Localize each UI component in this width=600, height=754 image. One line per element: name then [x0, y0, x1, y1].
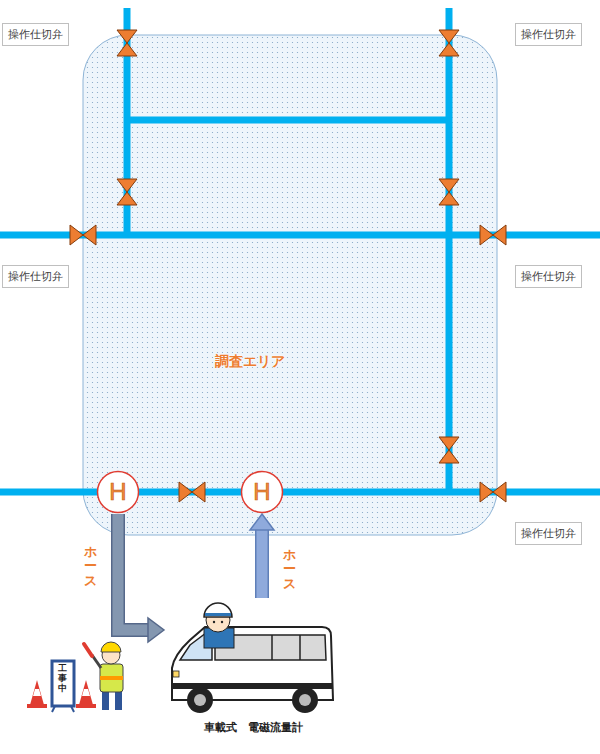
valve-label: 操作仕切弁	[521, 27, 576, 42]
hose-body	[118, 514, 150, 630]
survey-area: 調査エリア H H	[83, 35, 497, 535]
hose-arrowhead	[250, 514, 274, 530]
valve-label-box: 操作仕切弁	[515, 265, 582, 288]
gate-valves	[70, 30, 506, 502]
hose-outline	[255, 528, 269, 598]
area-title: 調査エリア	[215, 353, 285, 371]
hydrant-circle: H	[96, 470, 140, 514]
hose-body	[257, 528, 268, 598]
vehicle-flowmeter: 車載式 電磁流量計	[164, 598, 342, 744]
vehicle-caption: 車載式 電磁流量計	[164, 720, 342, 735]
hydrant-mark: H	[96, 470, 140, 514]
water-pipes	[0, 8, 600, 492]
sign-board	[52, 661, 74, 712]
hose-arrowhead	[148, 618, 164, 642]
valve-label-box: 操作仕切弁	[2, 265, 69, 288]
valve-label: 操作仕切弁	[521, 269, 576, 284]
hose-connector	[250, 514, 274, 598]
sign-text: 工事中	[58, 664, 67, 694]
hose-label: ホース	[84, 545, 97, 588]
hose-label: ホース	[283, 548, 296, 591]
vehicle-illustration	[172, 603, 333, 713]
hose-outline	[118, 514, 150, 630]
valve-label-box: 操作仕切弁	[515, 23, 582, 46]
hydrant-mark: H	[240, 470, 284, 514]
valve-label: 操作仕切弁	[8, 269, 63, 284]
valve-label-box: 操作仕切弁	[2, 23, 69, 46]
valve-label: 操作仕切弁	[521, 526, 576, 541]
hydrant-circle: H	[240, 470, 284, 514]
hose-connector	[118, 514, 164, 642]
survey-area-shape	[83, 35, 497, 535]
valve-label-box: 操作仕切弁	[515, 522, 582, 545]
valve-label: 操作仕切弁	[8, 27, 63, 42]
